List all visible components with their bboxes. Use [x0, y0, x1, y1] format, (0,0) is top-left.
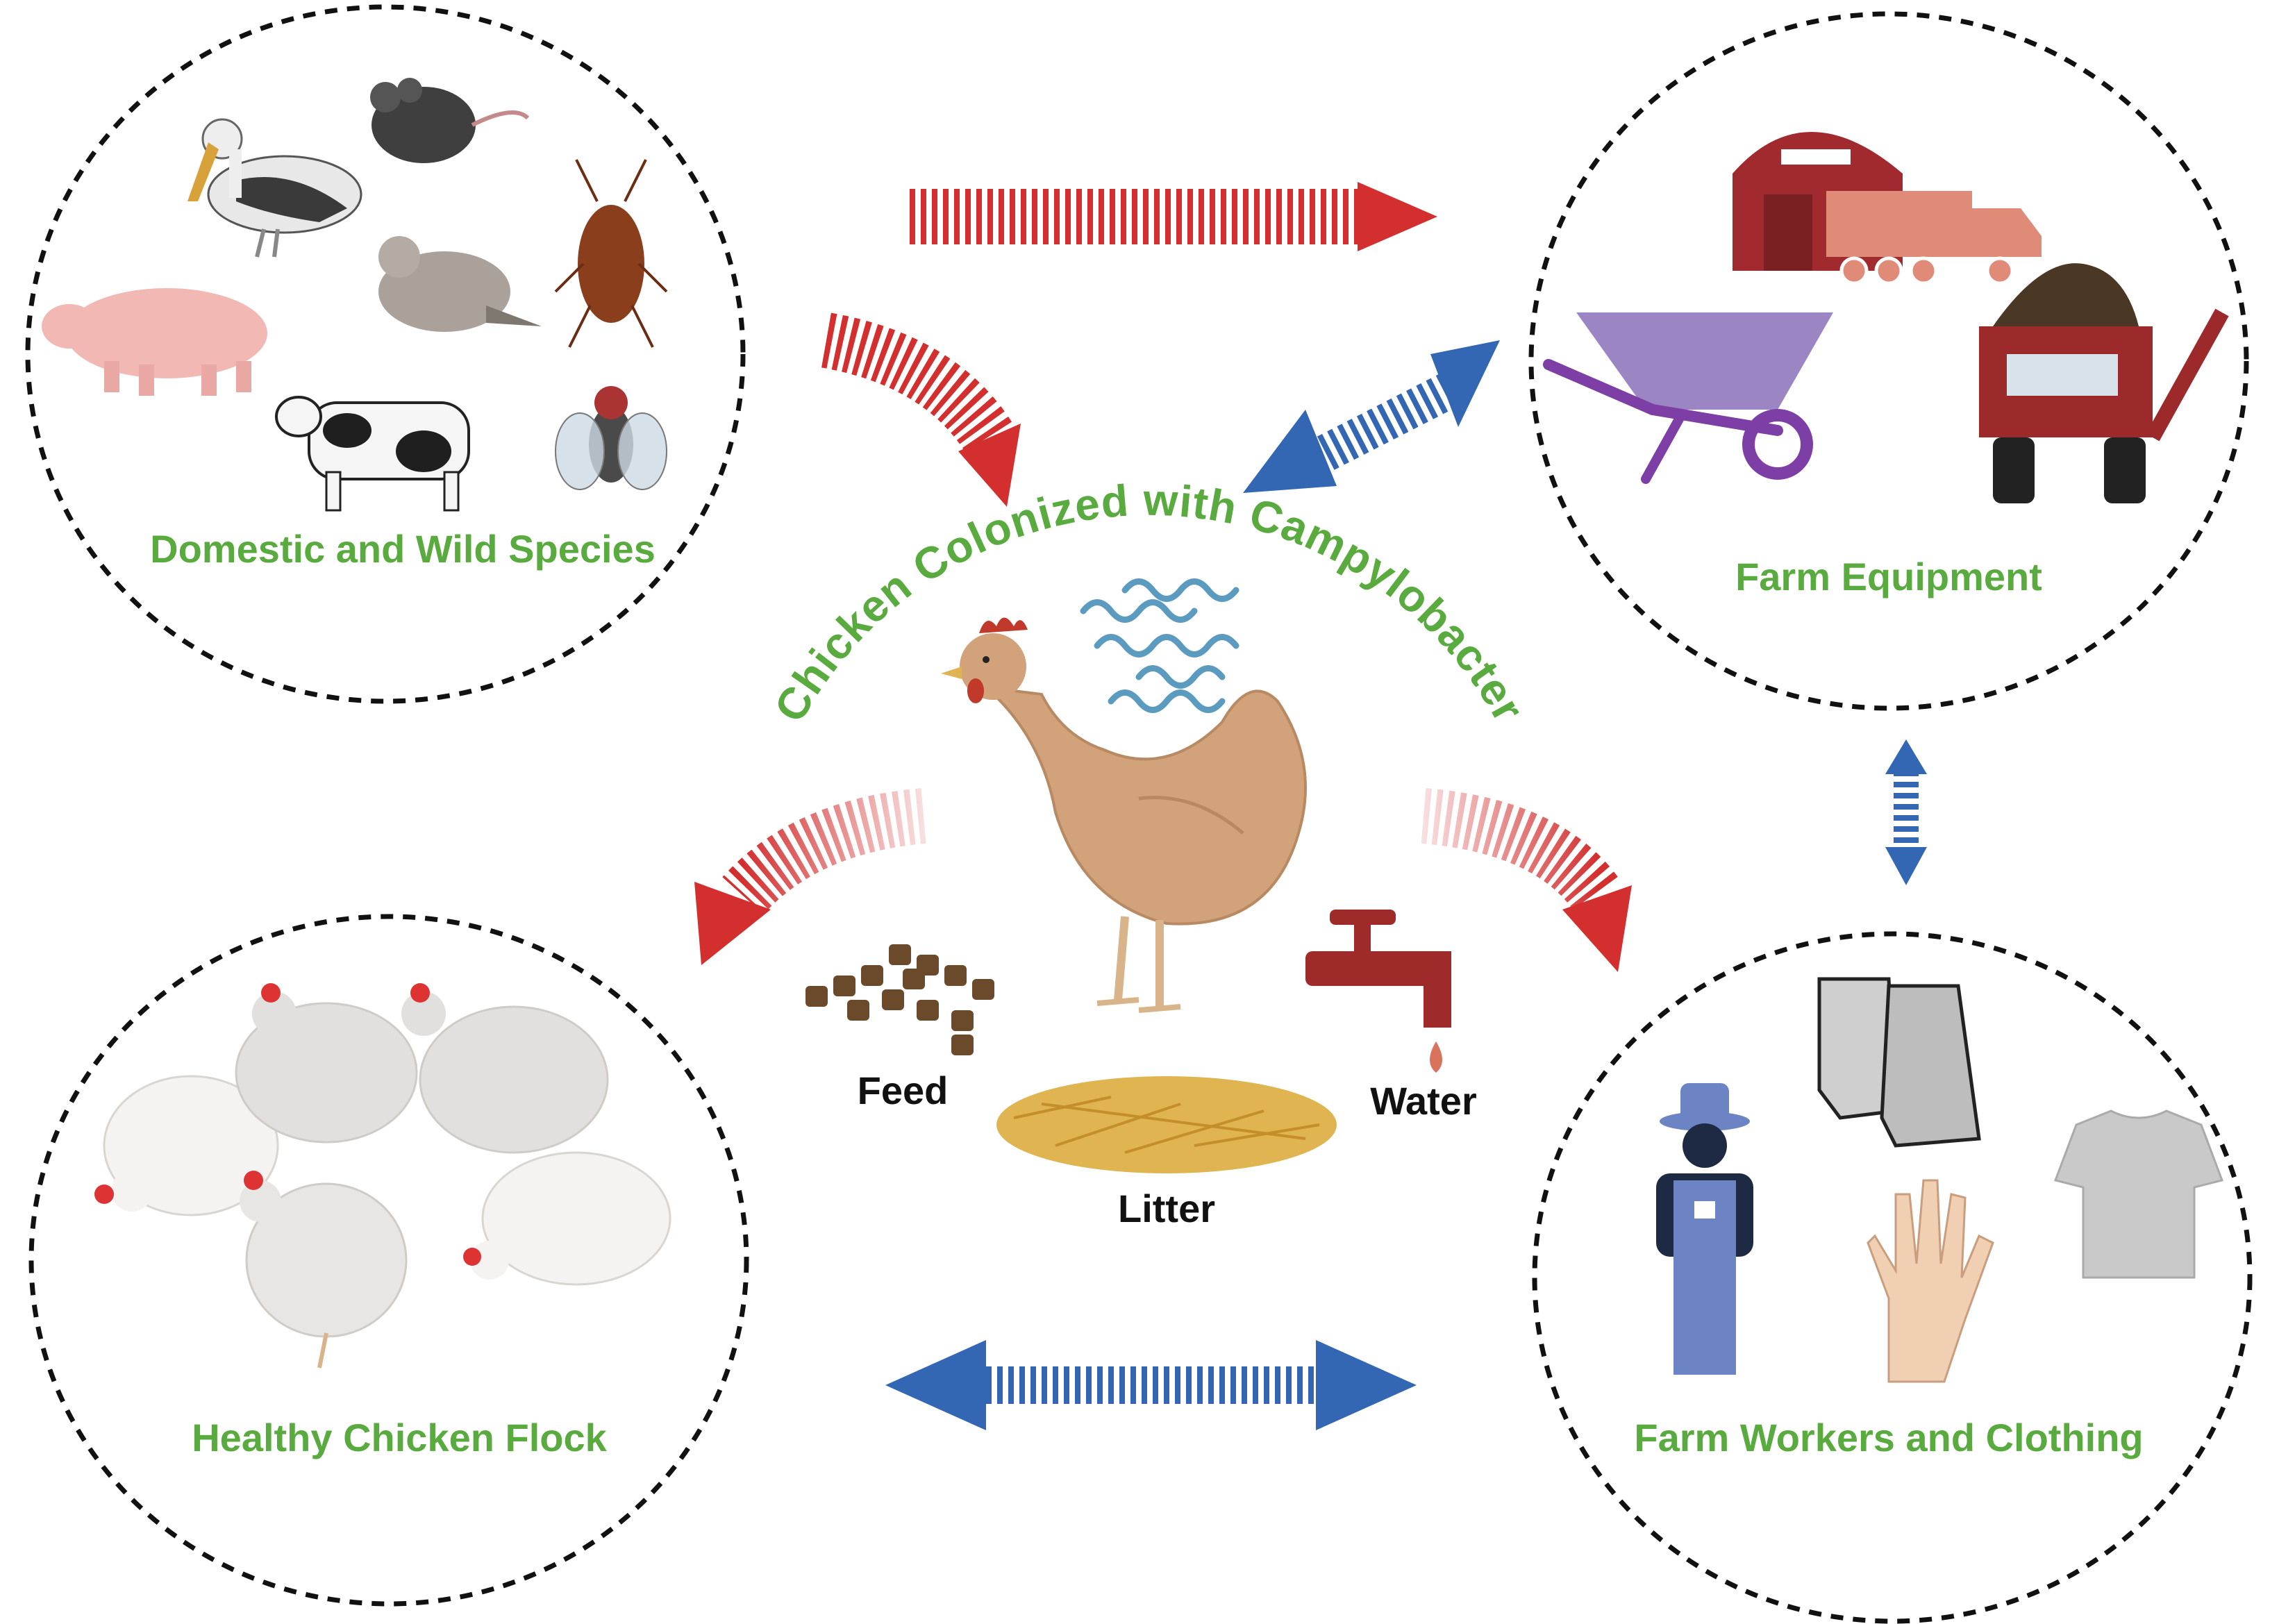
- cow-icon: [275, 396, 470, 512]
- group-circle: [1532, 931, 2253, 1624]
- hen-icon: [401, 983, 609, 1154]
- water-label: Water: [1370, 1079, 1477, 1123]
- center-hub: Chicken Colonized with Campylobacter: [765, 474, 1533, 1230]
- pelican-icon: [187, 118, 362, 258]
- wheelbarrow-icon: [1543, 312, 1833, 484]
- group-circle: [1528, 11, 2249, 711]
- cockroach-icon: [554, 159, 668, 348]
- group-farm-workers: Farm Workers and Clothing: [1532, 931, 2253, 1624]
- arrow-domestic-to-chicken: [821, 312, 1021, 507]
- group-domestic-wild: Domestic and Wild Species: [25, 4, 746, 704]
- group-circle: [28, 914, 749, 1607]
- arrow-equipment-workers-bidirectional: [1885, 739, 1927, 885]
- chicken-icon: [941, 617, 1307, 1013]
- dove-icon: [378, 236, 542, 332]
- arrow-chicken-equipment-bidirectional: [1243, 340, 1500, 493]
- litter-label: Litter: [1118, 1187, 1215, 1230]
- group-healthy-flock: Healthy Chicken Flock: [28, 914, 749, 1607]
- group-label: Healthy Chicken Flock: [192, 1416, 607, 1459]
- arrow-chicken-to-flock: [694, 788, 926, 965]
- fly-icon: [555, 386, 667, 490]
- hen-icon: [463, 1151, 671, 1286]
- boots-icon: [1817, 977, 1981, 1148]
- tshirt-icon: [2054, 1110, 2223, 1279]
- feed-icon: [805, 944, 994, 1055]
- litter-icon: [996, 1076, 1337, 1173]
- faucet-icon: [1305, 910, 1451, 1073]
- group-label: Domestic and Wild Species: [150, 527, 656, 571]
- hen-icon: [235, 983, 418, 1144]
- tractor-icon: [1979, 263, 2229, 503]
- hen-icon: [94, 1075, 279, 1216]
- group-circle: [25, 4, 746, 704]
- bacteria-icon: [1080, 578, 1239, 713]
- arrow-domestic-to-equipment: [910, 182, 1437, 251]
- feed-label: Feed: [858, 1069, 949, 1112]
- hand-icon: [1867, 1179, 1994, 1383]
- arrow-chicken-to-workers: [1421, 788, 1632, 972]
- mouse-icon: [370, 78, 530, 163]
- hen-icon: [240, 1171, 408, 1368]
- pig-icon: [42, 288, 267, 396]
- group-farm-equipment: Farm Equipment: [1528, 11, 2249, 711]
- farmer-icon: [1656, 1083, 1753, 1375]
- truck-icon: [1826, 191, 2042, 285]
- group-label: Farm Workers and Clothing: [1634, 1416, 2143, 1459]
- arrow-flock-workers-bidirectional: [885, 1340, 1417, 1430]
- group-label: Farm Equipment: [1735, 555, 2042, 598]
